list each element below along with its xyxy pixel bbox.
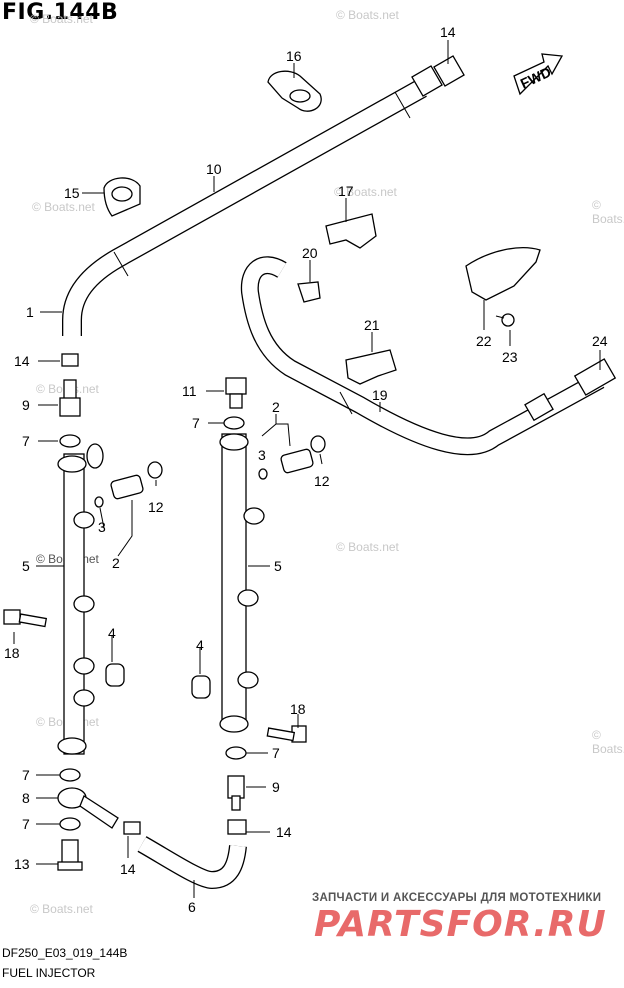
callout: 8 <box>22 790 30 806</box>
o-ring-7 <box>59 817 81 831</box>
callout: 20 <box>302 245 318 261</box>
fuel-rail-left <box>57 443 104 755</box>
callout: 3 <box>258 447 266 463</box>
watermark: © Boats.net <box>336 8 399 22</box>
callout: 6 <box>188 899 196 915</box>
fuel-rail-right <box>219 433 265 733</box>
clamp-15 <box>103 177 141 217</box>
figure-code: DF250_E03_019_144B <box>2 946 128 960</box>
fuel-hose-19 <box>240 256 617 456</box>
callout: 14 <box>440 24 456 40</box>
callout-labels: 1 2 2 3 3 4 4 5 5 6 7 7 7 7 7 8 9 9 10 1… <box>4 24 608 915</box>
seal-3 <box>94 496 104 508</box>
bolt-11 <box>225 377 247 409</box>
bolt-23 <box>495 313 515 327</box>
callout: 3 <box>98 519 106 535</box>
bolt-18 <box>3 609 307 743</box>
clamp-21 <box>345 349 397 385</box>
callout: 18 <box>290 701 306 717</box>
callout: 7 <box>192 415 200 431</box>
callout: 12 <box>314 473 330 489</box>
callout: 7 <box>272 745 280 761</box>
callout: 19 <box>372 387 388 403</box>
callout: 1 <box>26 304 34 320</box>
o-ring-7 <box>59 768 81 782</box>
callout: 18 <box>4 645 20 661</box>
callout: 2 <box>112 555 120 571</box>
watermark: © Boats.net <box>32 200 95 214</box>
brand-tagline: ЗАПЧАСТИ И АКСЕССУАРЫ ДЛЯ МОТОТЕХНИКИ <box>312 892 602 904</box>
fuel-hose-lower <box>137 836 247 890</box>
callout: 7 <box>22 767 30 783</box>
bracket-22 <box>465 247 541 301</box>
callout: 22 <box>476 333 492 349</box>
seal-3 <box>258 468 268 480</box>
watermark: © Boats.net <box>592 198 624 226</box>
callout: 11 <box>182 383 197 399</box>
callout: 14 <box>14 353 30 369</box>
clip-20 <box>297 281 321 303</box>
callout: 9 <box>272 779 280 795</box>
leader-lines <box>13 40 601 898</box>
callout: 10 <box>206 161 222 177</box>
callout: 12 <box>148 499 164 515</box>
watermark: © Boats.net <box>336 540 399 554</box>
callout: 21 <box>364 317 380 333</box>
fwd-label: FWD <box>518 64 554 92</box>
banjo-fitting-8 <box>57 787 119 829</box>
callout: 16 <box>286 48 302 64</box>
callout: 17 <box>338 183 354 199</box>
callout: 15 <box>64 185 80 201</box>
figure-caption: FUEL INJECTOR <box>2 966 96 980</box>
watermark: © Boats.net <box>30 902 93 916</box>
brand-logo: PARTSFOR.RU <box>314 904 607 945</box>
callout: 14 <box>120 861 136 877</box>
callout: 2 <box>272 399 280 415</box>
figure-title: FIG.144B <box>2 0 119 25</box>
fuel-injector-right <box>280 435 326 474</box>
callout: 23 <box>502 349 518 365</box>
callout: 4 <box>196 637 204 653</box>
callout: 5 <box>22 558 30 574</box>
hose-clip-14 <box>61 353 79 367</box>
o-ring-7 <box>223 416 245 430</box>
callout: 14 <box>276 824 292 840</box>
callout: 13 <box>14 856 30 872</box>
callout: 4 <box>108 625 116 641</box>
callout: 24 <box>592 333 608 349</box>
watermark: © Boats.net <box>30 12 93 26</box>
hose-clip-14 <box>123 821 141 835</box>
callout: 5 <box>274 558 282 574</box>
bolt-13 <box>57 839 83 871</box>
fitting-9 <box>59 379 245 811</box>
clamp-17 <box>325 213 377 249</box>
callout: 7 <box>22 433 30 449</box>
callout: 9 <box>22 397 30 413</box>
clamp-16 <box>267 70 322 112</box>
grommet-4 <box>105 663 125 687</box>
watermark: © Boats.net <box>592 728 624 756</box>
callout: 7 <box>22 816 30 832</box>
grommet-4 <box>191 675 211 699</box>
hose-clip-14 <box>227 819 247 835</box>
fwd-arrow-icon: FWD <box>513 53 564 96</box>
watermark: © Boats.net <box>334 185 397 199</box>
fuel-injector-left <box>110 461 163 500</box>
fuel-hose-upper <box>62 55 465 336</box>
o-ring-7 <box>225 746 247 760</box>
o-ring-7 <box>59 434 81 448</box>
